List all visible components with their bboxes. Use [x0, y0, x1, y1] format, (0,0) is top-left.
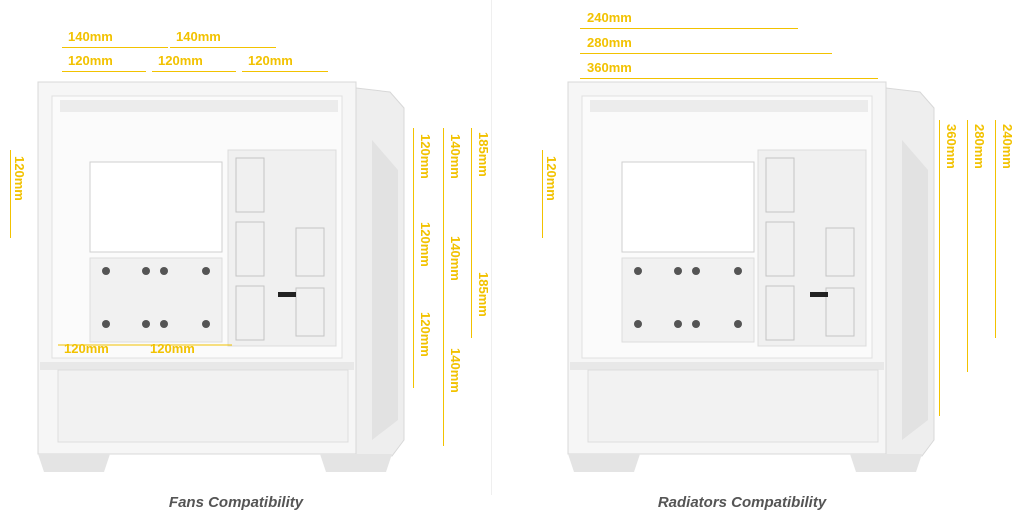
- fans-caption: Fans Compatibility: [168, 494, 304, 511]
- panel-divider: [491, 0, 492, 495]
- top-fan-line: [170, 47, 276, 48]
- front-fan-label-120-1: 120mm: [418, 134, 433, 179]
- front-fan-label-185-2: 185mm: [476, 272, 491, 317]
- fans-panel: 140mm 140mm 120mm 120mm 120mm 120mm 120m…: [10, 29, 491, 511]
- front-radiator-line: [995, 120, 996, 338]
- rear-radiator-line: [542, 150, 543, 238]
- front-fan-line: [471, 128, 472, 338]
- top-radiator-label-360: 360mm: [587, 60, 632, 75]
- top-fan-line: [62, 71, 146, 72]
- radiators-panel: 240mm 280mm 360mm 120mm 360mm 280mm 240m…: [512, 0, 1024, 515]
- front-fan-line: [443, 128, 444, 446]
- case-illustration-fans: [37, 81, 405, 472]
- rear-fan-line: [10, 150, 11, 238]
- front-fan-label-140-3: 140mm: [448, 348, 463, 393]
- top-radiator-line: [580, 28, 798, 29]
- top-radiator-label-280: 280mm: [587, 35, 632, 50]
- top-fan-label-140-2: 140mm: [176, 29, 221, 44]
- front-fan-label-140-2: 140mm: [448, 236, 463, 281]
- front-radiator-label-360: 360mm: [944, 124, 959, 169]
- front-radiator-label-280: 280mm: [972, 124, 987, 169]
- front-radiator-line: [939, 120, 940, 416]
- top-fan-line: [242, 71, 328, 72]
- front-fan-label-120-3: 120mm: [418, 312, 433, 357]
- top-fan-line: [62, 47, 168, 48]
- top-fan-label-120-3: 120mm: [248, 53, 293, 68]
- top-fan-label-120-2: 120mm: [158, 53, 203, 68]
- bottom-fan-label-1: 120mm: [64, 341, 109, 356]
- front-fan-label-185-1: 185mm: [476, 132, 491, 177]
- front-fan-label-120-2: 120mm: [418, 222, 433, 267]
- front-radiator-line: [967, 120, 968, 372]
- top-fan-line: [152, 71, 236, 72]
- bottom-fan-label-2: 120mm: [150, 341, 195, 356]
- front-fan-line: [413, 128, 414, 388]
- front-radiator-label-240: 240mm: [1000, 124, 1015, 169]
- top-radiator-label-240: 240mm: [587, 10, 632, 25]
- rear-fan-label: 120mm: [12, 156, 27, 201]
- front-fan-label-140-1: 140mm: [448, 134, 463, 179]
- top-fan-label-120-1: 120mm: [68, 53, 113, 68]
- case-illustration-radiators: [567, 81, 935, 472]
- top-fan-label-140-1: 140mm: [68, 29, 113, 44]
- top-radiator-line: [580, 78, 878, 79]
- top-radiator-line: [580, 53, 832, 54]
- rear-radiator-label: 120mm: [544, 156, 559, 201]
- radiators-caption: Radiators Compatibility: [657, 494, 827, 511]
